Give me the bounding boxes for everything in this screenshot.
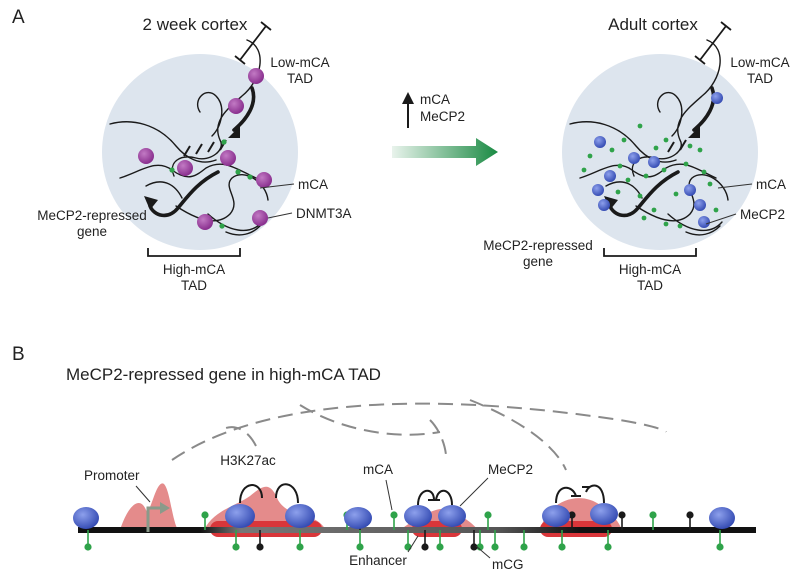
repression-arcs <box>239 483 605 506</box>
left-gene-label-line1: MeCP2-repressed <box>37 208 147 223</box>
mecp2-label-b: MeCP2 <box>488 462 533 477</box>
enhancer-label: Enhancer <box>349 553 407 568</box>
left-low-tad-line2: TAD <box>287 71 313 86</box>
chromatin-loops <box>171 399 667 471</box>
left-high-tad-line1: High-mCA <box>163 262 225 277</box>
left-high-mca-tad-bracket <box>147 248 241 257</box>
green-arrow <box>392 138 498 166</box>
right-low-tad-line1: Low-mCA <box>730 55 789 70</box>
right-mecp2-label: MeCP2 <box>740 207 785 222</box>
right-gene-label-line2: gene <box>523 254 553 269</box>
dna-strand <box>78 527 756 533</box>
right-low-tad-line2: TAD <box>747 71 773 86</box>
right-high-tad-line2: TAD <box>637 278 663 293</box>
left-low-mca-tad-bracket <box>234 21 272 65</box>
promoter-arrow <box>146 506 162 532</box>
left-low-tad-line1: Low-mCA <box>270 55 329 70</box>
right-low-mca-tad-bracket <box>694 21 732 65</box>
left-mca-label: mCA <box>298 177 328 192</box>
left-nucleus <box>102 39 298 250</box>
left-panel-title: 2 week cortex <box>143 15 248 34</box>
mca-label-b: mCA <box>363 462 393 477</box>
panel-b-label: B <box>12 344 25 365</box>
right-gene-label-line1: MeCP2-repressed <box>483 238 593 253</box>
mcg-label: mCG <box>492 557 524 572</box>
right-high-mca-tad-bracket <box>603 248 697 257</box>
left-high-tad-line2: TAD <box>181 278 207 293</box>
right-nucleus <box>562 39 758 250</box>
transition: mCA MeCP2 <box>392 92 498 166</box>
mecp2-proteins <box>73 503 735 529</box>
h3k27ac-label: H3K27ac <box>220 453 276 468</box>
right-mca-label: mCA <box>756 177 786 192</box>
left-gene-label-line2: gene <box>77 224 107 239</box>
transition-line1: mCA <box>420 92 450 107</box>
left-dnmt3a-label: DNMT3A <box>296 206 352 221</box>
transition-line2: MeCP2 <box>420 109 465 124</box>
panel-b-title: MeCP2-repressed gene in high-mCA TAD <box>66 365 381 384</box>
right-panel-title: Adult cortex <box>608 15 698 34</box>
right-high-tad-line1: High-mCA <box>619 262 681 277</box>
panel-a-label: A <box>12 7 25 28</box>
promoter-label: Promoter <box>84 468 140 483</box>
